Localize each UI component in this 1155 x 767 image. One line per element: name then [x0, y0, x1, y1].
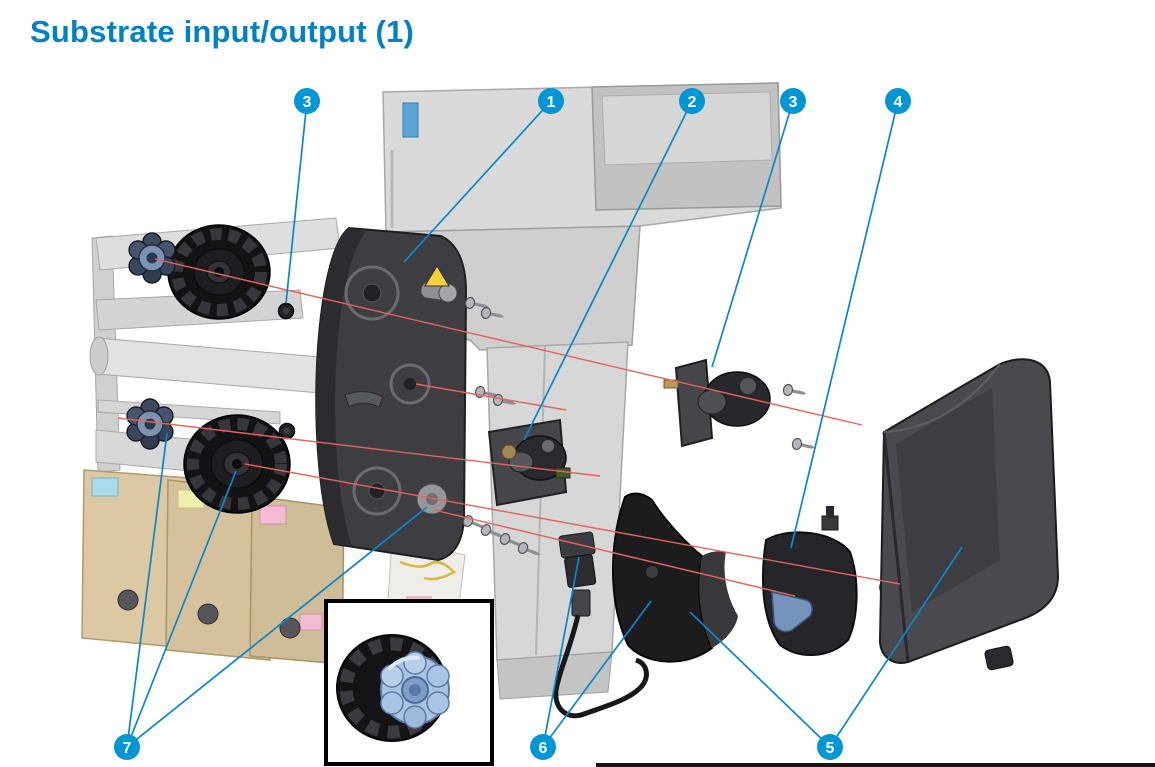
callout-7-leader-1 [126, 432, 168, 748]
ink-cartridges [81, 469, 345, 665]
nut-top [277, 302, 295, 320]
callout-4-leader-1 [790, 100, 899, 549]
callout-4: 4 [885, 88, 911, 114]
annotation-layer: 3 1 2 3 4 7 6 5 [114, 88, 963, 760]
callout-6-leader-2 [542, 600, 652, 748]
callout-3-right-label: 3 [789, 94, 798, 111]
callout-6-label: 6 [539, 740, 548, 757]
right-cover [878, 358, 1060, 671]
callout-2-leader-1 [523, 100, 693, 441]
spindle-knob-top [128, 232, 176, 284]
nut-bottom [278, 422, 296, 440]
callout-7-label: 7 [123, 740, 132, 757]
callout-3-left-leader-1 [285, 100, 308, 304]
callout-3-left: 3 [294, 88, 320, 114]
detail-inset [324, 599, 494, 766]
magenta-chip [259, 505, 287, 525]
callout-7-leader-3 [126, 506, 428, 748]
page-title: Substrate input/output (1) [30, 14, 415, 49]
warning-sticker [424, 265, 450, 287]
callout-1-leader-1 [403, 100, 552, 263]
plate-pin-top [438, 283, 458, 303]
printer-body [382, 82, 782, 700]
callout-7: 7 [114, 734, 140, 760]
callout-6-leader-1 [542, 556, 580, 748]
rewinder-motor [762, 506, 858, 657]
callout-5-leader-1 [689, 611, 831, 748]
bottom-edge-bar [596, 763, 1155, 767]
callout-3-right: 3 [780, 88, 806, 114]
spindle-wheel-bottom [183, 414, 291, 514]
right-motor-assembly [663, 358, 771, 448]
callout-4-label: 4 [894, 94, 903, 111]
callout-5-leader-2 [829, 546, 963, 748]
spindle-wheel-top [167, 224, 271, 320]
callout-5: 5 [817, 734, 843, 760]
axis-line-4 [433, 509, 796, 597]
callout-3-left-label: 3 [303, 94, 312, 111]
blue-latch [771, 591, 813, 633]
callout-2: 2 [679, 88, 705, 114]
callout-1: 1 [538, 88, 564, 114]
side-plate-assembly [315, 226, 468, 562]
axis-line-2 [117, 417, 601, 477]
sensor-cable-assembly [553, 531, 649, 719]
callout-3-right-leader-1 [711, 100, 794, 368]
callout-1-label: 1 [547, 94, 556, 111]
axis-line-3 [244, 463, 901, 585]
roller-wheel-detail [336, 634, 450, 742]
printer-label [402, 102, 419, 138]
axis-line-1 [154, 258, 863, 426]
center-motor-assembly [487, 418, 571, 507]
callout-6: 6 [530, 734, 556, 760]
magenta-chip-2 [299, 613, 323, 631]
cyan-chip [91, 477, 119, 497]
callout-5-label: 5 [826, 740, 835, 757]
callout-7-leader-2 [126, 470, 237, 748]
callout-2-label: 2 [688, 94, 697, 111]
